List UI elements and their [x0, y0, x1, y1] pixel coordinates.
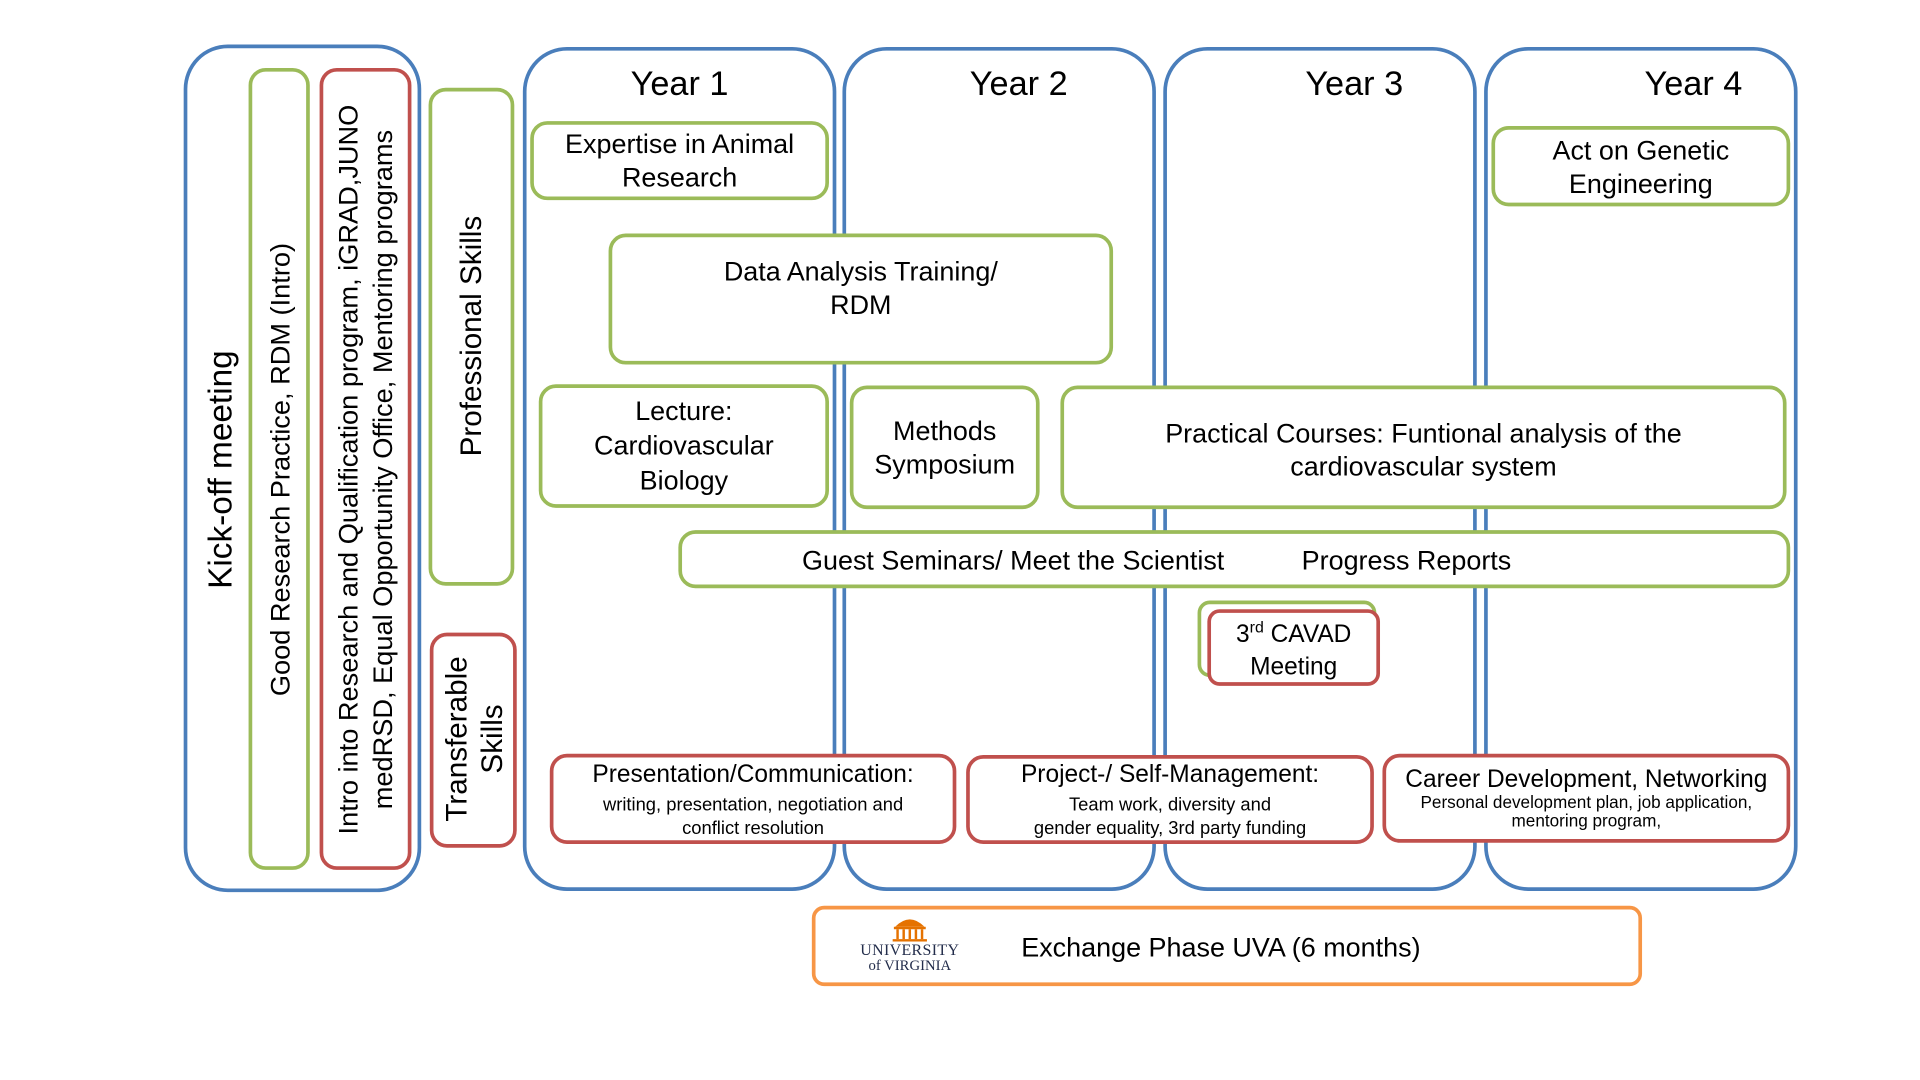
kickoff-column: [183, 44, 422, 893]
cavad-line-2: Meeting: [1250, 653, 1338, 681]
transferable-skills-box: [429, 632, 517, 848]
exchange-phase-label: Exchange Phase UVA (6 months): [1021, 931, 1421, 963]
rotunda-icon: [892, 919, 927, 942]
year-2-title: Year 2: [969, 64, 1068, 103]
cavad-number: 3: [1236, 621, 1250, 649]
career-subtitle: Personal development plan, job applicati…: [1420, 792, 1753, 831]
year-3-title: Year 3: [1305, 64, 1404, 103]
transferable-skills-label: Transferable Skills: [440, 656, 511, 821]
professional-skills-box: [428, 87, 515, 586]
project-title: Project-/ Self-Management:: [1020, 761, 1320, 789]
intro-programs-box: [319, 67, 412, 870]
uva-logo-line-1: UNIVERSITY: [860, 940, 960, 959]
methods-symposium-box: Methods Symposium: [849, 385, 1040, 510]
animal-research-box: Expertise in Animal Research: [530, 121, 829, 201]
professional-skills-label: Professional Skills: [455, 215, 489, 457]
progress-reports-label: Progress Reports: [1301, 544, 1512, 576]
guest-seminars-label: Guest Seminars/ Meet the Scientist: [802, 544, 1225, 576]
presentation-subtitle: writing, presentation, negotiation and c…: [602, 793, 904, 839]
cavad-name: CAVAD: [1270, 621, 1352, 649]
year-4-title: Year 4: [1644, 64, 1743, 103]
cavad-superscript: rd: [1249, 618, 1264, 637]
transferable-line-1: Transferable: [440, 656, 474, 822]
career-development-box: Career Development, Networking Personal …: [1382, 753, 1791, 843]
presentation-box: Presentation/Communication: writing, pre…: [549, 753, 957, 844]
lecture-box: Lecture: Cardiovascular Biology: [538, 384, 829, 508]
data-analysis-box: Data Analysis Training/ RDM: [608, 233, 1114, 365]
seminars-box: [678, 530, 1791, 589]
year-1-column: [522, 46, 837, 891]
project-management-box: Project-/ Self-Management: Team work, di…: [966, 755, 1374, 844]
intro-line-2: medRSD, Equal Opportunity Office, Mentor…: [367, 129, 398, 810]
uva-logo-line-2: of VIRGINIA: [868, 956, 952, 974]
intro-line-1: Intro into Research and Qualification pr…: [333, 104, 364, 835]
kickoff-title: Kick-off meeting: [202, 350, 239, 589]
presentation-title: Presentation/Communication:: [592, 760, 914, 788]
good-research-box: [248, 67, 310, 870]
year-1-title: Year 1: [630, 64, 729, 103]
transferable-line-2: Skills: [476, 704, 510, 774]
good-research-label: Good Research Practice, RDM (Intro): [265, 242, 296, 697]
uva-logo: UNIVERSITY of VIRGINIA: [857, 914, 962, 981]
genetic-engineering-box: Act on Genetic Engineering: [1491, 126, 1791, 207]
project-subtitle: Team work, diversity and gender equality…: [1033, 794, 1307, 840]
practical-courses-box: Practical Courses: Funtional analysis of…: [1060, 385, 1787, 510]
career-title: Career Development, Networking: [1405, 766, 1768, 794]
intro-programs-label: Intro into Research and Qualification pr…: [332, 105, 401, 835]
cavad-meeting-box: 3rd CAVAD Meeting: [1207, 609, 1381, 686]
cavad-title: 3rd CAVAD: [1236, 612, 1351, 651]
exchange-phase-box: [811, 905, 1643, 987]
